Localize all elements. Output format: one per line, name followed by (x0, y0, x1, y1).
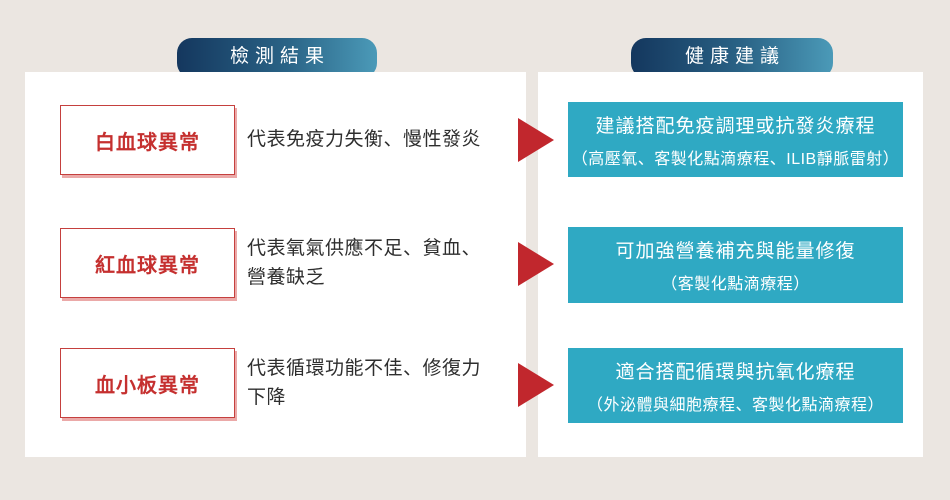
recommendation-wbc-detail: （高壓氧、客製化點滴療程、ILIB靜脈雷射） (571, 150, 900, 168)
test-result-row-wbc: 白血球異常 代表免疫力失衡、慢性發炎 (60, 105, 510, 175)
rbc-description-line2: 營養缺乏 (247, 267, 326, 288)
tab-health-advice: 健康建議 (631, 38, 833, 78)
tab-health-advice-label: 健康建議 (684, 45, 785, 67)
wbc-abnormal-label-box: 白血球異常 (60, 105, 235, 175)
right-arrow-icon (518, 363, 554, 407)
platelet-description-line2: 下降 (247, 387, 287, 408)
rbc-description: 代表氧氣供應不足、貧血、 營養缺乏 (247, 234, 481, 293)
platelet-description-line1: 代表循環功能不佳、修復力 (247, 357, 482, 379)
recommendation-rbc-title: 可加強營養補充與能量修復 (615, 241, 856, 262)
rbc-abnormal-label-box: 紅血球異常 (60, 228, 235, 298)
platelet-abnormal-label: 血小板異常 (95, 374, 200, 397)
rbc-abnormal-label: 紅血球異常 (95, 254, 200, 277)
platelet-abnormal-label-box: 血小板異常 (60, 348, 235, 418)
recommendation-wbc: 建議搭配免疫調理或抗發炎療程 （高壓氧、客製化點滴療程、ILIB靜脈雷射） (568, 102, 903, 177)
wbc-abnormal-label: 白血球異常 (95, 131, 200, 154)
recommendation-platelet: 適合搭配循環與抗氧化療程 （外泌體與細胞療程、客製化點滴療程） (568, 348, 903, 423)
recommendation-rbc: 可加強營養補充與能量修復 （客製化點滴療程） (568, 227, 903, 303)
recommendation-rbc-detail: （客製化點滴療程） (661, 276, 810, 293)
rbc-description-line1: 代表氧氣供應不足、貧血、 (247, 237, 482, 259)
platelet-description: 代表循環功能不佳、修復力 下降 (247, 354, 481, 413)
test-result-row-platelet: 血小板異常 代表循環功能不佳、修復力 下降 (60, 348, 510, 418)
recommendation-platelet-detail: （外泌體與細胞療程、客製化點滴療程） (586, 396, 884, 414)
right-arrow-icon (518, 242, 554, 286)
tab-test-results: 檢測結果 (177, 38, 377, 78)
recommendation-platelet-title: 適合搭配循環與抗氧化療程 (615, 361, 856, 383)
wbc-description: 代表免疫力失衡、慢性發炎 (247, 125, 481, 154)
test-result-row-rbc: 紅血球異常 代表氧氣供應不足、貧血、 營養缺乏 (60, 228, 510, 298)
wbc-description-line1: 代表免疫力失衡、慢性發炎 (247, 129, 482, 151)
tab-test-results-label: 檢測結果 (229, 45, 330, 67)
recommendation-wbc-title: 建議搭配免疫調理或抗發炎療程 (595, 115, 876, 137)
right-arrow-icon (518, 118, 554, 162)
